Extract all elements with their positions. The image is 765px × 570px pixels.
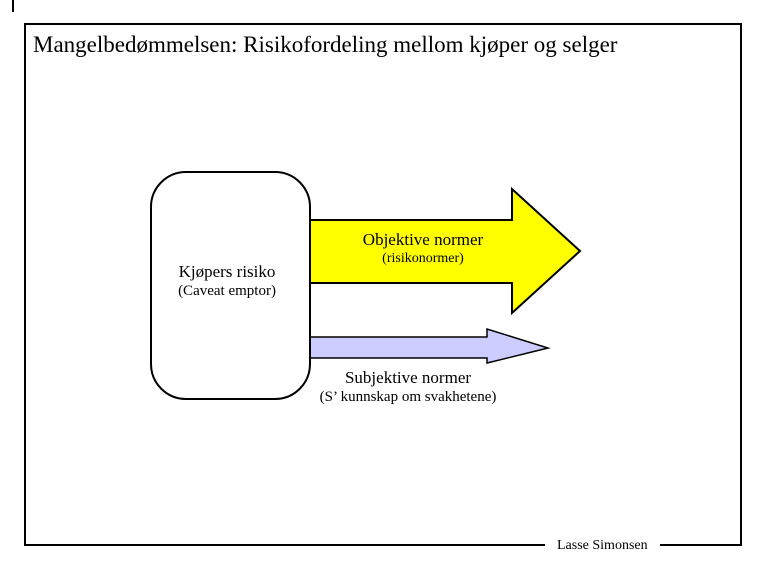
objective-norms-arrow: [307, 187, 582, 316]
objective-norms-subtitle: (risikonormer): [382, 251, 464, 266]
corner-tick-mark: [12, 0, 14, 12]
buyer-risk-box: [150, 171, 311, 400]
buyer-risk-label: Kjøpers risiko (Caveat emptor): [143, 261, 311, 301]
author-name: Lasse Simonsen: [545, 537, 660, 554]
subjective-norms-arrow: [307, 327, 551, 364]
slide-title: Mangelbedømmelsen: Risikofordeling mello…: [33, 32, 618, 57]
subjective-norms-arrow-shape: [307, 327, 551, 364]
buyer-risk-title: Kjøpers risiko: [178, 262, 276, 281]
objective-norms-title: Objektive normer: [362, 230, 484, 249]
subjective-norms-title: Subjektive normer: [344, 368, 472, 387]
objective-norms-arrow-shape: [307, 187, 582, 316]
slide-border: [24, 23, 742, 546]
subjective-norms-subtitle: (S’ kunnskap om svakhetene): [319, 389, 497, 405]
subjective-norms-label: Subjektive normer (S’ kunnskap om svakhe…: [288, 367, 528, 407]
objective-norms-label: Objektive normer (risikonormer): [310, 229, 536, 268]
buyer-risk-subtitle: (Caveat emptor): [178, 283, 276, 299]
